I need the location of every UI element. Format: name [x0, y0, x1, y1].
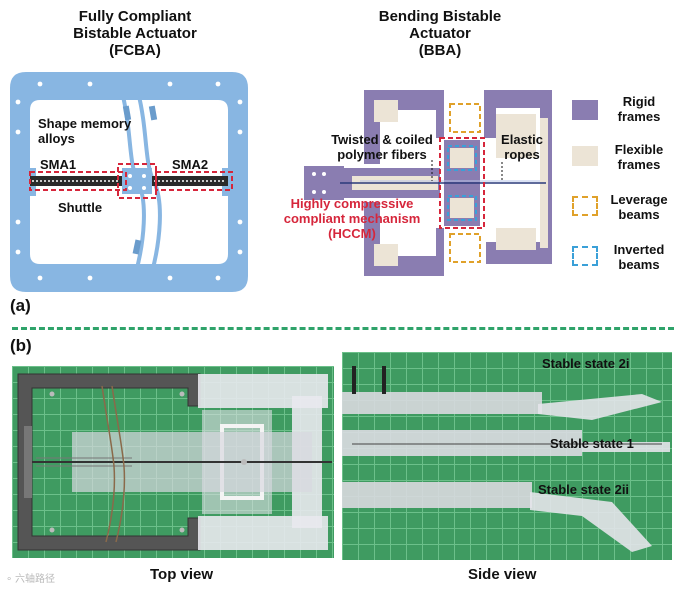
watermark: ∘ 六轴路径	[6, 570, 55, 585]
section-divider	[12, 327, 674, 330]
legend-flexible-swatch	[572, 146, 598, 166]
fcba-title-line3: (FCBA)	[109, 42, 161, 59]
hccm-highlight	[439, 137, 485, 229]
bba-title-line2: Actuator	[409, 25, 471, 42]
legend-rigid-line2: frames	[617, 109, 661, 124]
elastic-ropes-label-line2: ropes	[504, 147, 540, 162]
legend-leverage-swatch	[572, 196, 598, 216]
legend-leverage-label: Leverage beams	[604, 192, 674, 222]
legend-rigid-line1: Rigid	[622, 94, 656, 109]
sma1-label: SMA1	[40, 157, 77, 172]
legend-rigid-swatch	[572, 100, 598, 120]
elastic-ropes-label: Elastic ropes	[494, 132, 550, 162]
legend-inverted-line2: beams	[618, 257, 660, 272]
side-view-caption: Side view	[468, 566, 537, 583]
bba-diagram	[304, 90, 552, 276]
hccm-label: Highly compressive compliant mechanism (…	[262, 196, 442, 241]
legend-inverted-line1: Inverted	[613, 242, 665, 257]
panel-label-b: (b)	[10, 336, 32, 355]
leverage-beam-top	[449, 103, 481, 133]
bba-title: Bending Bistable Actuator (BBA)	[350, 8, 530, 59]
legend-flexible-label: Flexible frames	[604, 142, 674, 172]
top-view-photo	[12, 366, 334, 558]
hccm-label-line2: compliant mechanism	[283, 211, 421, 226]
bba-title-line1: Bending Bistable	[378, 8, 502, 25]
twisted-fibers-label-line1: Twisted & coiled	[331, 132, 433, 147]
shuttle-label: Shuttle	[58, 200, 103, 215]
sma-alloys-label-line1: Shape memory	[38, 116, 132, 131]
elastic-ropes-label-line1: Elastic	[501, 132, 543, 147]
hccm-label-line1: Highly compressive	[290, 196, 414, 211]
hccm-label-line3: (HCCM)	[328, 226, 376, 241]
legend-rigid-label: Rigid frames	[604, 94, 674, 124]
side-view-photo: Stable state 2i Stable state 1 Stable st…	[342, 352, 672, 560]
fcba-title: Fully Compliant Bistable Actuator (FCBA)	[30, 8, 240, 59]
stable-state-2ii-label: Stable state 2ii	[538, 482, 630, 497]
sma-alloys-label-line2: alloys	[38, 131, 75, 146]
fcba-mounting-holes	[15, 81, 243, 281]
sma-alloys-label: Shape memory alloys	[38, 116, 131, 146]
sma1-highlight	[29, 171, 127, 191]
bba-title-line3: (BBA)	[418, 42, 462, 59]
sma2-highlight	[155, 171, 233, 191]
fcba-title-line1: Fully Compliant	[78, 8, 192, 25]
shuttle-highlight	[117, 163, 157, 199]
panel-label-a: (a)	[10, 296, 31, 315]
inverted-beam-bottom	[447, 195, 477, 221]
fcba-diagram	[10, 72, 248, 292]
stable-state-1-label: Stable state 1	[550, 436, 634, 451]
legend-flexible-line1: Flexible	[614, 142, 664, 157]
twisted-fibers-label: Twisted & coiled polymer fibers	[302, 132, 462, 162]
stable-state-2i-label: Stable state 2i	[542, 356, 630, 371]
fcba-title-line2: Bistable Actuator	[73, 25, 197, 42]
sma2-label: SMA2	[172, 157, 209, 172]
top-view-device	[17, 373, 332, 551]
inverted-beam-top	[447, 145, 477, 171]
twisted-fibers-label-line2: polymer fibers	[337, 147, 427, 162]
watermark-logo-icon: ∘	[6, 574, 13, 585]
legend-flexible-line2: frames	[617, 157, 661, 172]
leverage-beam-bottom	[449, 233, 481, 263]
top-view-caption: Top view	[150, 566, 214, 583]
watermark-text: 六轴路径	[15, 574, 56, 585]
legend-inverted-label: Inverted beams	[604, 242, 674, 272]
fcba-frame	[10, 72, 248, 292]
legend-leverage-line1: Leverage	[610, 192, 668, 207]
legend-leverage-line2: beams	[618, 207, 660, 222]
side-view-device	[342, 366, 670, 552]
legend-inverted-swatch	[572, 246, 598, 266]
